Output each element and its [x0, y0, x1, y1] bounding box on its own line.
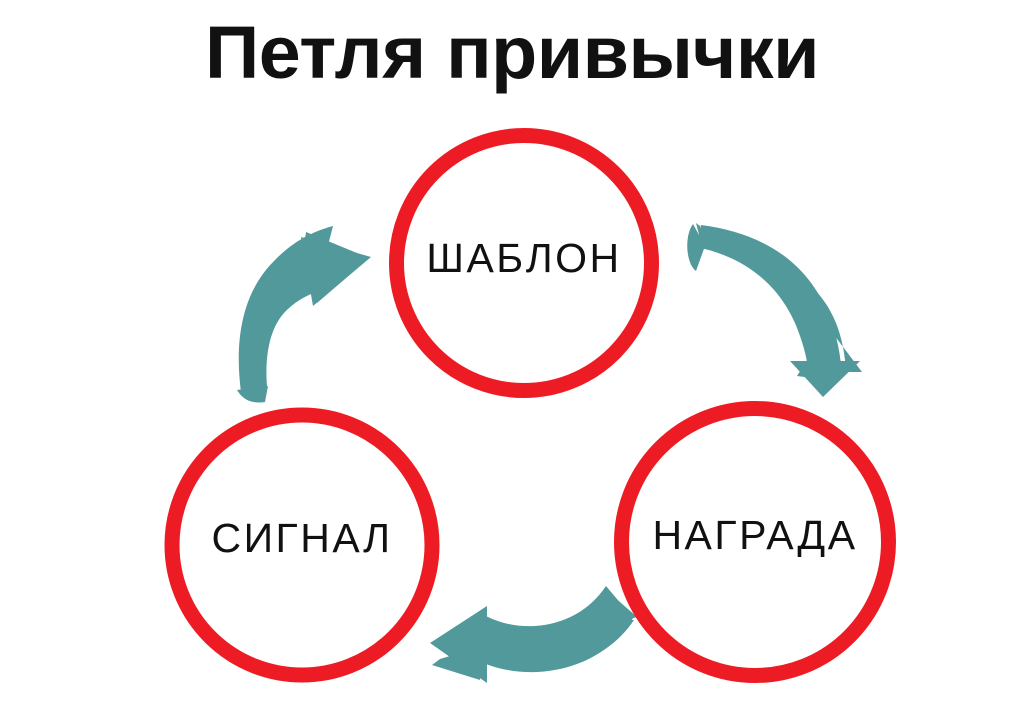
- arrow-cue-to-pattern-icon: [237, 226, 371, 403]
- node-circle-reward: [614, 401, 896, 683]
- node-label-cue: СИГНАЛ: [211, 515, 393, 561]
- node-circle-cue: [164, 407, 440, 683]
- node-circle-pattern: [389, 128, 659, 398]
- arrow-pattern-to-reward-icon: [687, 223, 862, 397]
- arrow-reward-to-cue-icon: [430, 586, 637, 683]
- node-label-pattern: ШАБЛОН: [426, 235, 622, 281]
- node-label-reward: НАГРАДА: [652, 512, 858, 558]
- page-title: Петля привычки: [204, 11, 820, 94]
